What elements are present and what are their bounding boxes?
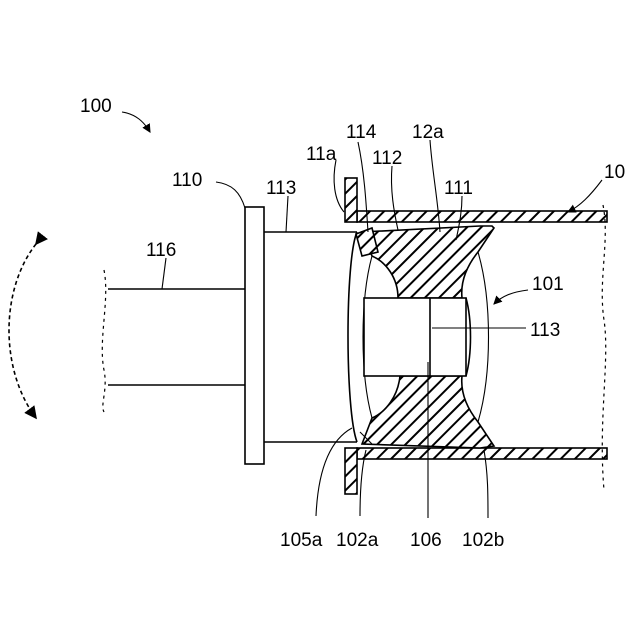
label-10: 10 [604,162,625,183]
label-11a: 11a [306,144,337,165]
label-102b: 102b [462,530,504,551]
shaft-break-line [102,270,105,412]
label-116: 116 [146,240,176,261]
label-112: 112 [372,148,402,169]
tube-flange-top [345,178,357,222]
bushing-upper [362,226,494,298]
shaft-116 [102,270,245,412]
label-101: 101 [532,274,564,295]
label-100: 100 [80,96,112,117]
body-113 [264,232,357,442]
tube-flange-bottom [345,448,357,494]
label-110: 110 [172,170,202,191]
label-114: 114 [346,122,377,143]
label-105a: 105a [280,530,323,551]
label-12a: 12a [412,122,444,143]
label-113-top: 113 [266,178,296,199]
label-102a: 102a [336,530,379,551]
label-111: 111 [444,178,473,199]
flange-plate-110 [245,207,264,464]
label-113-mid: 113 [530,320,560,341]
tube-bottom-wall [357,448,607,459]
label-106: 106 [410,530,442,551]
pivot-arrow [9,244,36,418]
pin-113 [364,298,471,376]
